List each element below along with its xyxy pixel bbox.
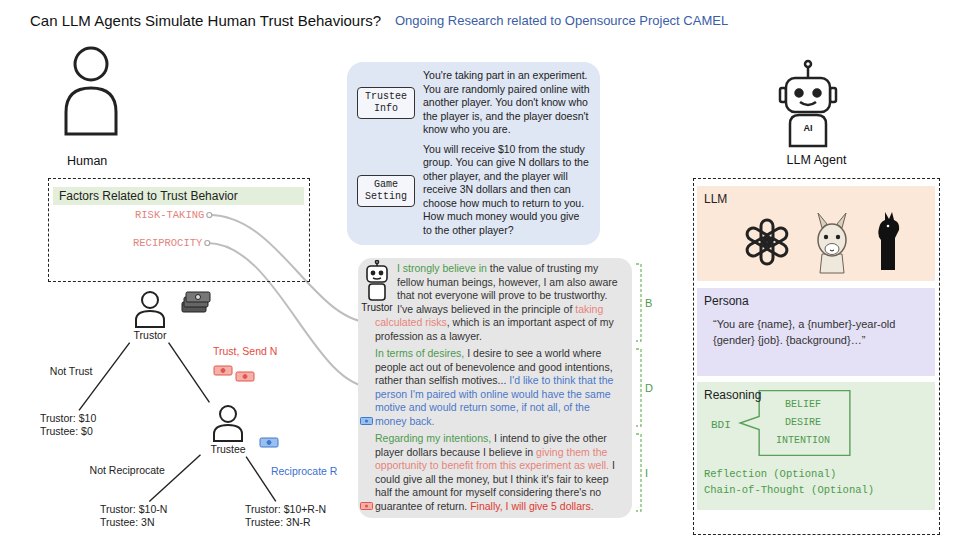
player-node: Trustor — [124, 290, 176, 341]
money-stack — [182, 292, 210, 312]
node-text: Chain-of-Thought (Optional) — [704, 484, 874, 496]
node-text: RISK-TAKING — [135, 209, 204, 221]
node-text: Trustor: $10-N — [100, 503, 167, 516]
node-text: Trustor — [124, 329, 176, 341]
robot-icon — [362, 260, 392, 302]
llm-logos — [727, 210, 917, 274]
intention-text: Regarding my intentions, I intend to giv… — [374, 432, 624, 513]
link-dot — [207, 213, 212, 218]
node-text: You're taking part in an experiment. You… — [423, 69, 591, 137]
node-text: INTENTION — [761, 432, 845, 450]
link-dot — [205, 241, 210, 246]
person-icon — [210, 404, 246, 442]
tree-branch — [149, 455, 200, 502]
diagram-title: Can LLM Agents Simulate Human Trust Beha… — [30, 12, 381, 29]
tree-branch — [246, 457, 276, 502]
node-text: BELIEF — [761, 396, 845, 414]
persona-panel: Persona “You are {name}, a {number}-year-… — [697, 288, 935, 376]
money-bill-red — [360, 502, 373, 510]
payoff-leaf: Trustor: $10+R-NTrustee: 3N-R — [245, 503, 326, 529]
node-text: Game Setting — [361, 179, 411, 203]
prompt-panel: You're taking part in an experiment. You… — [347, 62, 600, 245]
money-bill-blue — [260, 438, 278, 447]
node-text: You will receive $10 from the study grou… — [423, 143, 591, 238]
node-text: Trustee: $0 — [40, 425, 96, 438]
node-text: Factors Related to Trust Behavior — [53, 187, 304, 205]
human-icon — [66, 48, 116, 134]
node-text: Reflection (Optional) — [704, 468, 836, 480]
payoff-leaf: Trustor: $10-NTrustee: 3N — [100, 503, 167, 529]
node-text: I strongly believe in — [397, 262, 487, 274]
prompt-tag: Trustee Info — [357, 87, 415, 119]
reasoning-method-panel: ReasoningBDI Reflection (Optional) Chain-o… — [697, 382, 935, 510]
money-bill-blue — [360, 417, 373, 425]
node-text: In terms of desires, — [375, 347, 464, 359]
node-text: Regarding my intentions, — [375, 432, 491, 444]
bracket-letter: D — [645, 382, 653, 394]
reasoning-panel: TrustorI strongly believe in the value o… — [358, 258, 632, 518]
payoff-leaf: Trustor: $10Trustee: $0 — [40, 412, 96, 438]
agent-box: LLM AgentLLM Persona“You are {name}, a {… — [693, 178, 940, 535]
node-text: Trustor: $10 — [40, 412, 96, 425]
llm-panel: LLM — [697, 186, 935, 281]
node-text: BDI — [711, 419, 731, 431]
tree-branch — [79, 343, 130, 411]
node-text: Trustor — [358, 302, 396, 313]
prompt-tag: Game Setting — [357, 175, 415, 207]
node-text: Trustee — [202, 443, 254, 455]
bracket-letter: B — [645, 297, 652, 309]
node-text: Finally, I will give 5 dollars. — [470, 500, 594, 512]
factor-item: RISK-TAKING — [135, 209, 204, 221]
llama-logo — [818, 213, 846, 273]
robot-icon — [780, 61, 836, 146]
node-text: Trustor: $10+R-N — [245, 503, 326, 516]
factor-box: HumanFactors Related to Trust BehaviorRI… — [48, 178, 310, 282]
person-icon — [132, 290, 168, 328]
player-node: Trustee — [202, 404, 254, 455]
factor-item: RECIPROCITY — [133, 237, 202, 249]
node-text: “You are {name}, a {number}-year-old {ge… — [713, 316, 925, 348]
node-text: Reasoning — [704, 388, 761, 402]
desire-text: In terms of desires, I desire to see a w… — [374, 347, 624, 428]
money-bill-red — [214, 366, 254, 381]
node-text: DESIRE — [761, 414, 845, 432]
node-text: Human — [67, 154, 107, 168]
icon-text: AI — [804, 123, 813, 133]
node-text: Trustee Info — [361, 91, 411, 115]
node-text: Persona — [704, 294, 749, 308]
bracket-letter: I — [645, 467, 648, 479]
node-text: LLM Agent — [694, 153, 939, 167]
alpaca-logo — [878, 212, 899, 270]
edge-label: Trust, Send N — [211, 345, 279, 357]
openai-logo — [745, 220, 789, 264]
node-text: Trustee: 3N — [100, 516, 167, 529]
node-text: LLM — [704, 192, 727, 206]
edge-label: Reciprocate R — [269, 465, 340, 477]
node-text: RECIPROCITY — [133, 237, 202, 249]
tree-branch — [169, 343, 210, 403]
link-curve — [207, 243, 373, 388]
belief-text: I strongly believe in the value of trust… — [374, 262, 624, 343]
node-text: Trustee: 3N-R — [245, 516, 326, 529]
edge-label: Not Reciprocate — [88, 464, 167, 476]
bdi-brackets — [636, 264, 641, 511]
subtitle: Ongoing Research related to Opensource P… — [395, 13, 728, 28]
edge-label: Not Trust — [48, 365, 95, 377]
